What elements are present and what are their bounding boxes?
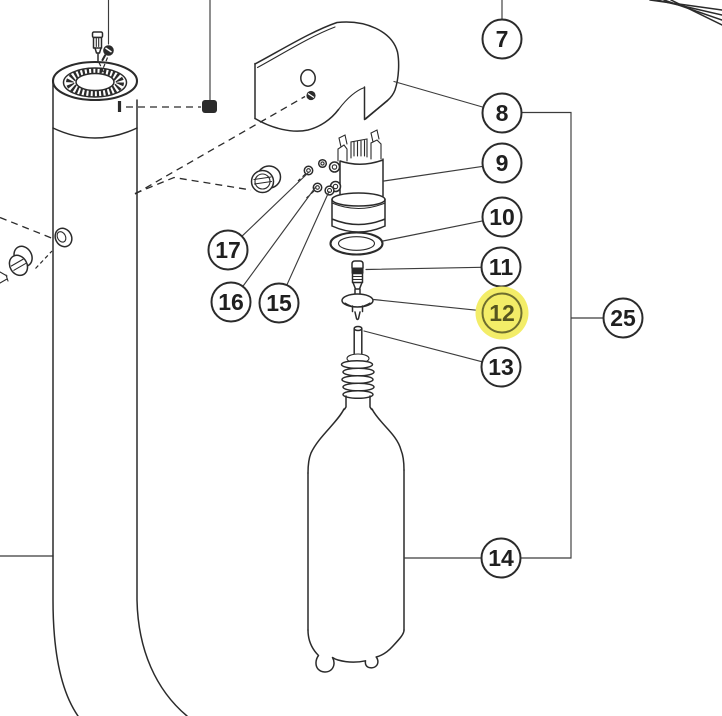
cartridge-band	[351, 267, 364, 274]
svg-text:7: 7	[496, 26, 509, 52]
leader-16	[242, 185, 317, 287]
tank-column	[0, 60, 188, 716]
set-screws	[91, 0, 114, 73]
svg-text:8: 8	[496, 100, 509, 126]
screw-17	[303, 165, 314, 176]
bottle-threads	[340, 359, 375, 400]
slotted-screw	[101, 45, 114, 62]
callout-11[interactable]: 11	[480, 246, 522, 288]
head-lower-cylinder	[331, 198, 386, 233]
svg-text:9: 9	[496, 150, 509, 176]
svg-text:16: 16	[218, 289, 244, 315]
group-bracket	[520, 111, 604, 559]
tank-left-edge	[52, 80, 79, 716]
knurled-thread-ring	[66, 67, 124, 98]
injector-assembly	[341, 288, 374, 321]
svg-text:12: 12	[489, 300, 515, 326]
bottle-neck	[342, 395, 374, 411]
edge-fragment	[0, 271, 9, 284]
bottle-bottom	[307, 629, 405, 673]
plug-body	[202, 100, 217, 113]
collar-bottom-arc	[52, 127, 138, 139]
assembly-dashed-lines	[134, 95, 306, 195]
drain-hole	[54, 227, 73, 248]
pin-screw	[91, 31, 104, 62]
corner-detail-lines	[649, 0, 722, 26]
fitting-slot	[253, 176, 273, 185]
svg-text:25: 25	[610, 305, 636, 331]
callout-15[interactable]: 15	[258, 282, 300, 324]
cover-hole	[300, 69, 316, 87]
leader-8	[393, 80, 484, 108]
screw-16	[312, 182, 323, 193]
head-upper-cylinder	[339, 158, 384, 197]
svg-text:17: 17	[215, 237, 241, 263]
svg-text:14: 14	[488, 545, 514, 571]
callout-17[interactable]: 17	[207, 229, 249, 271]
bottle-shoulders	[307, 408, 405, 474]
washer	[317, 158, 328, 169]
o-ring	[329, 231, 384, 256]
leader-9	[383, 165, 483, 182]
callout-13[interactable]: 13	[480, 346, 522, 388]
valve-cartridge	[351, 260, 364, 290]
leader-10	[382, 220, 483, 242]
callout-8[interactable]: 8	[481, 92, 523, 134]
control-head	[328, 129, 386, 233]
leader-17	[241, 171, 310, 237]
callout-9[interactable]: 9	[481, 142, 523, 184]
injector-flange	[341, 293, 374, 308]
leader-12	[372, 298, 477, 311]
callout-12-highlighted[interactable]: 12	[475, 286, 529, 340]
callout-7[interactable]: 7	[481, 18, 523, 60]
cover-shroud	[254, 21, 400, 132]
svg-text:13: 13	[488, 354, 514, 380]
leader-15	[286, 190, 330, 286]
callout-16[interactable]: 16	[210, 281, 252, 323]
valve-slats	[353, 139, 366, 157]
hose-fitting	[250, 165, 282, 194]
screw-tip	[101, 54, 107, 62]
brine-bottle	[307, 353, 405, 673]
valve-prongs	[337, 129, 382, 162]
svg-text:15: 15	[266, 290, 292, 316]
side-plug	[117, 0, 217, 113]
dip-tube	[353, 325, 363, 358]
bottle-sides	[307, 469, 405, 631]
callout-10[interactable]: 10	[481, 196, 523, 238]
callout-14[interactable]: 14	[480, 537, 522, 579]
svg-text:11: 11	[489, 254, 514, 280]
injector-tip	[354, 311, 361, 321]
leader-13	[363, 330, 484, 363]
tank-top-opening	[51, 60, 139, 102]
opening-bore	[75, 72, 115, 92]
svg-text:10: 10	[489, 204, 515, 230]
callout-25[interactable]: 25	[602, 297, 644, 339]
leader-lines	[241, 0, 604, 559]
tank-right-edge	[136, 99, 188, 716]
drain-plug	[0, 216, 55, 284]
plug-slot	[10, 258, 27, 271]
leader-11	[365, 266, 482, 271]
nut-15	[324, 185, 335, 196]
